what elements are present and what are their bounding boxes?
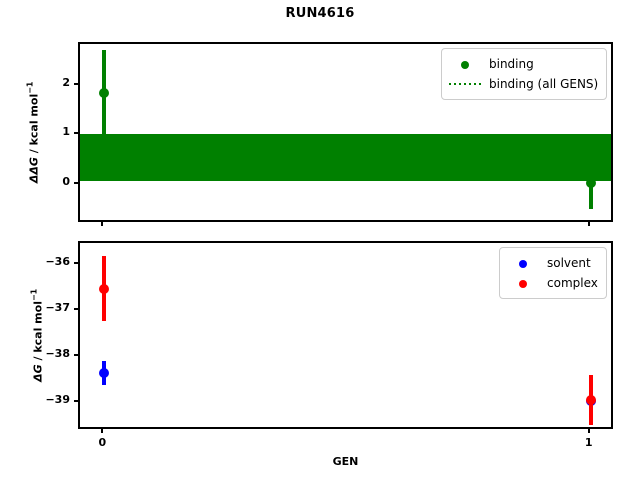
data-point-marker [585,178,596,189]
page-title: RUN4616 [285,6,355,21]
legend-item-label: binding [489,57,534,71]
y-axis-tick-label: −36 [45,255,70,268]
y-axis-tick [74,307,78,310]
x-axis-tick [101,429,104,433]
y-axis-label-dg-symbol: ΔG [31,364,45,382]
y-axis-tick [74,399,78,402]
legend-marker-icon [506,276,540,290]
y-axis-tick-label: 2 [62,75,70,89]
x-axis-tick [587,222,590,226]
legend-item[interactable]: complex [506,273,598,293]
legend-item-label: complex [547,276,598,290]
y-axis-tick [74,82,78,85]
x-axis-tick [101,222,104,226]
legend-item[interactable]: solvent [506,253,598,273]
x-axis-label: GEN [332,455,359,468]
y-axis-tick-label: 1 [62,125,70,139]
legend-dash-icon [449,83,481,85]
chart-legend[interactable]: solvent complex [499,247,607,299]
legend-item[interactable]: binding (all GENS) [448,74,598,94]
y-axis-tick [74,353,78,356]
legend-dot-icon [519,260,527,268]
y-axis-tick-label: −37 [45,300,70,314]
legend-item-label: binding (all GENS) [489,77,599,91]
y-axis-label-dg: ΔG / kcal mol−1 [30,255,45,415]
data-point-marker [99,283,110,294]
legend-item[interactable]: binding [448,54,598,74]
y-axis-tick-label: 0 [62,175,70,189]
data-point-marker [99,88,110,99]
legend-item-label: solvent [547,256,591,270]
legend-dotted-line-icon [448,77,482,91]
x-axis-tick [587,429,590,433]
x-axis-tick-label: 0 [98,436,107,449]
legend-marker-icon [506,256,540,270]
y-axis-tick-label: −38 [45,346,70,360]
legend-marker-icon [448,57,482,71]
y-axis-tick [74,132,78,135]
y-axis-tick [74,262,78,264]
binding-all-gens-band [80,134,611,182]
legend-dot-icon [519,280,527,288]
legend-dot-icon [461,61,469,69]
chart-legend[interactable]: binding binding (all GENS) [441,48,608,100]
data-point-marker [99,368,110,379]
x-axis-tick-label: 1 [584,436,593,449]
y-axis-tick [74,182,78,185]
data-point-marker [585,395,596,406]
y-axis-label-dg-exponent: −1 [29,288,39,302]
y-axis-tick-label: −39 [45,392,70,406]
